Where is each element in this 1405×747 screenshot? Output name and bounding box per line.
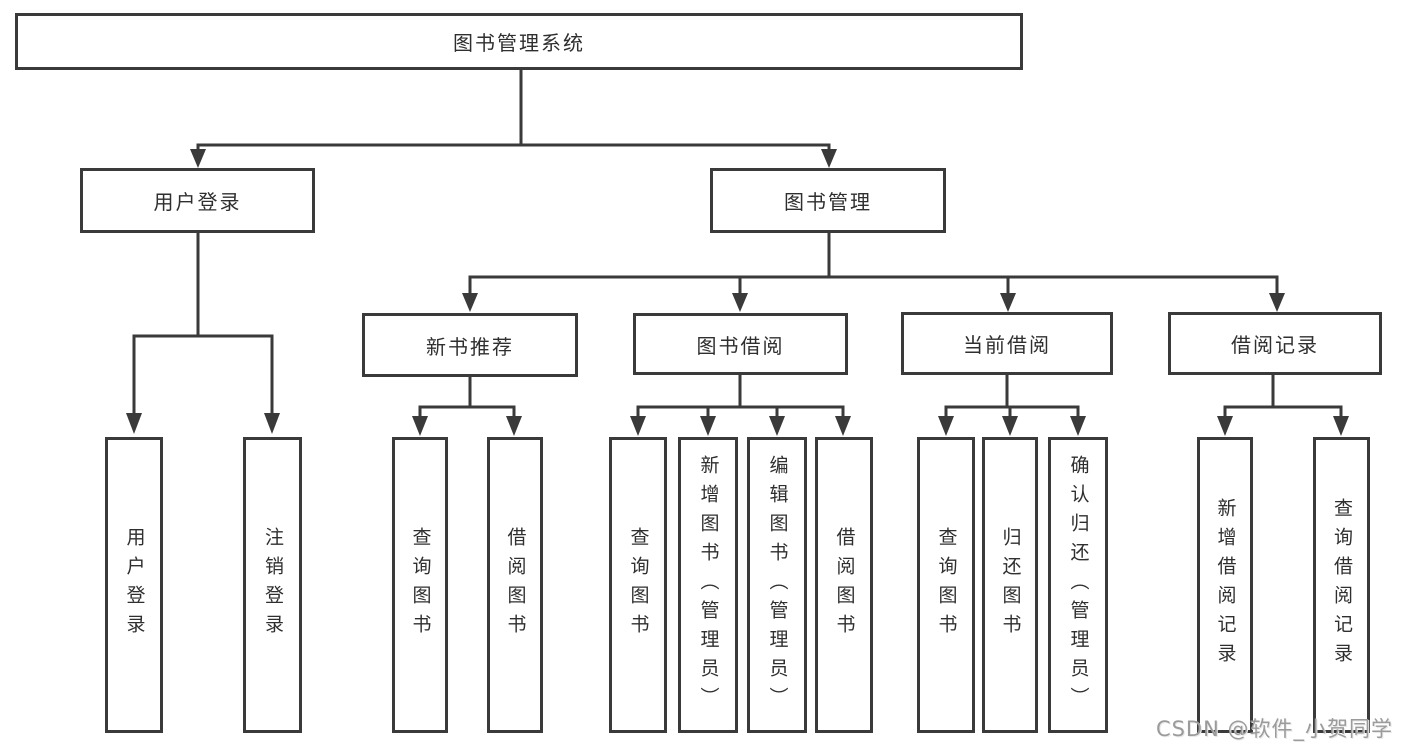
node-label: 用户登录 — [153, 190, 242, 214]
leaf-query-borrow-record: 查询借阅记录 — [1313, 437, 1370, 733]
node-label: 借阅图书 — [833, 527, 856, 643]
connector-new-book — [418, 377, 516, 420]
node-label: 查询图书 — [409, 527, 432, 643]
node-label: 图书管理 — [784, 190, 872, 214]
leaf-borrow-books-recommend: 借阅图书 — [487, 437, 543, 733]
node-label: 用户登录 — [123, 527, 146, 643]
node-label: 编辑图书（管理员） — [766, 454, 789, 716]
node-new-book-recommend: 新书推荐 — [362, 313, 578, 377]
node-borrowing-records: 借阅记录 — [1168, 312, 1382, 375]
leaf-query-books-current: 查询图书 — [917, 437, 975, 733]
node-book-borrowing: 图书借阅 — [633, 313, 848, 375]
leaf-logout: 注销登录 — [243, 437, 302, 733]
watermark: CSDN @软件_小贺同学 — [1155, 717, 1393, 741]
node-label: 图书借阅 — [696, 333, 785, 358]
arrowheads — [126, 149, 1349, 436]
leaf-query-books-recommend: 查询图书 — [392, 437, 448, 733]
node-current-borrowing: 当前借阅 — [901, 312, 1113, 375]
leaf-user-login: 用户登录 — [105, 437, 163, 733]
leaf-borrow-books-borrowing: 借阅图书 — [815, 437, 873, 733]
leaf-confirm-return-admin: 确认归还（管理员） — [1048, 437, 1108, 733]
leaf-query-books-borrowing: 查询图书 — [609, 437, 667, 733]
leaf-add-borrow-record: 新增借阅记录 — [1197, 437, 1253, 733]
node-label: 查询图书 — [627, 527, 650, 643]
node-book-management: 图书管理 — [710, 168, 946, 233]
node-label: 查询图书 — [935, 527, 958, 643]
connector-root — [196, 70, 831, 154]
node-label: 新书推荐 — [426, 334, 514, 359]
node-label: 图书管理系统 — [453, 31, 585, 55]
node-label: 当前借阅 — [963, 333, 1051, 357]
node-label: 查询借阅记录 — [1330, 498, 1353, 672]
connector-current-borrowing — [944, 375, 1080, 420]
node-label: 借阅记录 — [1231, 333, 1319, 357]
node-label: 归还图书 — [999, 527, 1022, 643]
node-label: 新增图书（管理员） — [697, 454, 720, 716]
leaf-add-books-admin: 新增图书（管理员） — [678, 437, 738, 733]
node-label: 借阅图书 — [504, 527, 527, 643]
connector-book-borrowing — [636, 375, 845, 420]
node-user-login: 用户登录 — [80, 168, 315, 233]
node-label: 确认归还（管理员） — [1067, 454, 1090, 716]
node-label: 新增借阅记录 — [1214, 498, 1237, 672]
leaf-return-books: 归还图书 — [982, 437, 1038, 733]
connector-borrowing-records — [1223, 375, 1343, 420]
connector-user-login — [132, 233, 274, 418]
node-library-system: 图书管理系统 — [15, 13, 1023, 70]
node-label: 注销登录 — [261, 527, 284, 643]
leaf-edit-books-admin: 编辑图书（管理员） — [747, 437, 807, 733]
connector-book-management — [468, 233, 1279, 298]
